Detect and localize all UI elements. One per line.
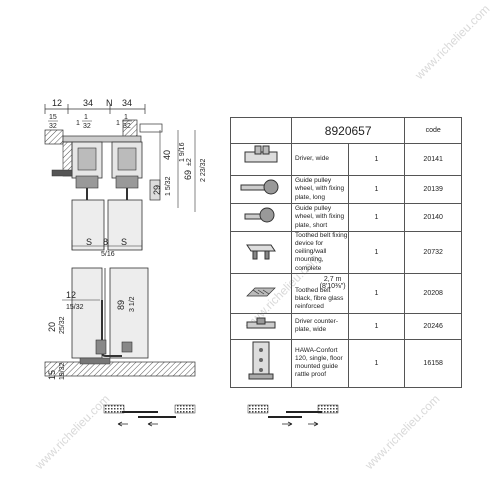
table-row: Driver counter-plate, wide 1 20246	[230, 312, 462, 340]
dim-top-n: N	[106, 98, 113, 108]
part-description: Guide pulley wheel, with fixing plate, l…	[291, 175, 349, 204]
code-label: code	[404, 117, 462, 144]
dim-right-40: 40	[162, 150, 172, 160]
part-qty: 1	[347, 338, 406, 388]
floor-guide-icon	[230, 338, 292, 388]
dim-bot-s2: S	[121, 237, 127, 247]
header-blank	[230, 117, 292, 144]
part-code: 20208	[404, 272, 462, 314]
table-row: Guide pulley wheel, with fixing plate, s…	[230, 203, 462, 232]
dim-frac-a-den: 32	[49, 123, 57, 130]
product-code: 8920657	[290, 117, 406, 144]
dim-right-frac3: 1 5/32	[165, 176, 172, 196]
guide-pulley-long-icon	[230, 175, 292, 204]
part-qty: 1	[347, 312, 406, 340]
dim-right-pm2: ±2	[186, 158, 193, 166]
parts-table: 8920657 code Driver, wide 1 20141 Guide …	[230, 117, 462, 388]
dim-top-34b: 34	[122, 98, 132, 108]
table-row: Driver, wide 1 20141	[230, 143, 462, 176]
dim-low-frac3: 25/32	[59, 316, 66, 334]
dim-frac-d-int: 1	[116, 120, 120, 127]
door-direction-left	[103, 404, 196, 427]
dim-top-12: 12	[52, 98, 62, 108]
dim-top-34a: 34	[83, 98, 93, 108]
part-description-cell: 2,7 m (8'10⅜") Toothed belt black, fibre…	[291, 272, 349, 314]
part-qty: 1	[347, 203, 406, 232]
dim-right-frac1: 1 9/16	[179, 142, 186, 162]
part-code: 20141	[404, 143, 462, 176]
toothed-belt-icon	[230, 272, 292, 314]
driver-wide-icon	[230, 143, 292, 176]
dim-frac-a-num: 15	[49, 114, 57, 121]
dim-right-69: 69	[183, 170, 193, 180]
table-row: 2,7 m (8'10⅜") Toothed belt black, fibre…	[230, 272, 462, 314]
belt-fixing-device-icon	[230, 231, 292, 274]
dim-right-29: 29	[152, 185, 162, 195]
part-description: Driver counter-plate, wide	[291, 312, 349, 340]
dim-bot-s1: S	[86, 237, 92, 247]
part-code: 20246	[404, 312, 462, 340]
door-direction-right	[247, 404, 339, 427]
part-description: Toothed belt black, fibre glass reinforc…	[295, 286, 344, 311]
part-code: 16158	[404, 338, 462, 388]
dim-frac-b-den: 32	[83, 123, 91, 130]
belt-length-ft: (8'10⅜")	[319, 283, 346, 291]
dim-frac-d-num: 1	[124, 114, 128, 121]
dim-low-frac4: 19/32	[59, 362, 66, 380]
top-section-view: 12 34 N 34 15 32 1 1 32 1 1 32	[44, 98, 207, 258]
watermark-text-2: www.richelieu.com	[412, 2, 493, 83]
dim-low-89: 89	[116, 300, 126, 310]
watermark-text-3: www.richelieu.com	[32, 392, 113, 473]
part-description: Driver, wide	[291, 143, 349, 176]
part-qty: 1	[347, 272, 406, 314]
dim-low-15: 15	[47, 370, 57, 380]
part-description: HAWA-Confort 120, single, floor mounted …	[291, 338, 349, 388]
dim-low-frac2: 3 1/2	[129, 296, 136, 312]
table-header-row: 8920657 code	[230, 117, 462, 144]
part-code: 20732	[404, 231, 462, 274]
dim-right-frac2: 2 23/32	[200, 159, 207, 182]
dim-bot-frac: 5/16	[101, 251, 115, 258]
part-qty: 1	[347, 175, 406, 204]
dim-low-12: 12	[66, 290, 76, 300]
part-code: 20139	[404, 175, 462, 204]
table-row: Toothed belt fixing device for ceiling/w…	[230, 231, 462, 274]
part-code: 20140	[404, 203, 462, 232]
dim-low-20: 20	[47, 322, 57, 332]
part-qty: 1	[347, 231, 406, 274]
dim-frac-b-int: 1	[76, 120, 80, 127]
guide-pulley-short-icon	[230, 203, 292, 232]
watermark-text-4: www.richelieu.com	[362, 392, 443, 473]
counter-plate-icon	[230, 312, 292, 340]
part-description: Guide pulley wheel, with fixing plate, s…	[291, 203, 349, 232]
belt-length-m: 2,7 m	[323, 275, 342, 283]
part-qty: 1	[347, 143, 406, 176]
dim-frac-b-num: 1	[84, 114, 88, 121]
lower-section-view: 12 15/32 89 3 1/2 20 25/32 15 19/32	[44, 267, 196, 380]
dim-low-frac: 15/32	[66, 304, 84, 311]
dim-bot-8: 8	[103, 237, 108, 247]
part-description: Toothed belt fixing device for ceiling/w…	[291, 231, 349, 274]
table-row: Guide pulley wheel, with fixing plate, l…	[230, 175, 462, 204]
table-row: HAWA-Confort 120, single, floor mounted …	[230, 338, 462, 388]
